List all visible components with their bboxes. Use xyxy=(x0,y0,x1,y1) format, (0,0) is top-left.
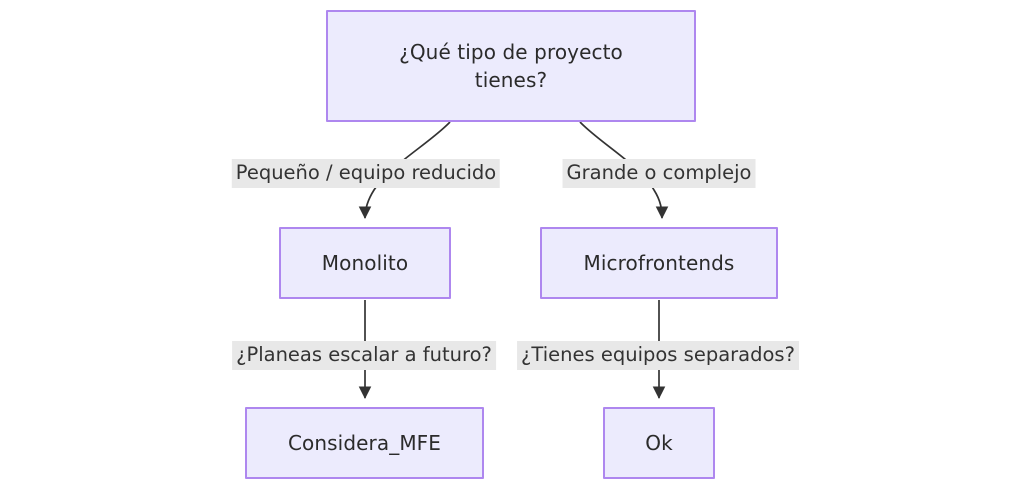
edge-label-tienes-equipos-separados: ¿Tienes equipos separados? xyxy=(517,341,799,371)
node-ok[interactable]: Ok xyxy=(603,407,715,479)
node-considera-mfe-label: Considera_MFE xyxy=(287,431,442,455)
node-ok-label: Ok xyxy=(645,431,673,455)
edge-label-grande-o-complejo: Grande o complejo xyxy=(562,159,756,189)
edge-label-planeas-escalar-a-futuro: ¿Planeas escalar a futuro? xyxy=(232,341,496,371)
node-monolito-label: Monolito xyxy=(321,251,409,275)
node-microfrontends-label: Microfrontends xyxy=(583,251,735,275)
node-root[interactable]: ¿Qué tipo de proyecto tienes? xyxy=(326,10,696,122)
node-microfrontends[interactable]: Microfrontends xyxy=(540,227,778,299)
node-root-label: ¿Qué tipo de proyecto tienes? xyxy=(399,40,623,92)
node-monolito[interactable]: Monolito xyxy=(279,227,451,299)
node-considera-mfe[interactable]: Considera_MFE xyxy=(245,407,484,479)
edge-label-pequeno-equipo-reducido: Pequeño / equipo reducido xyxy=(231,159,501,189)
